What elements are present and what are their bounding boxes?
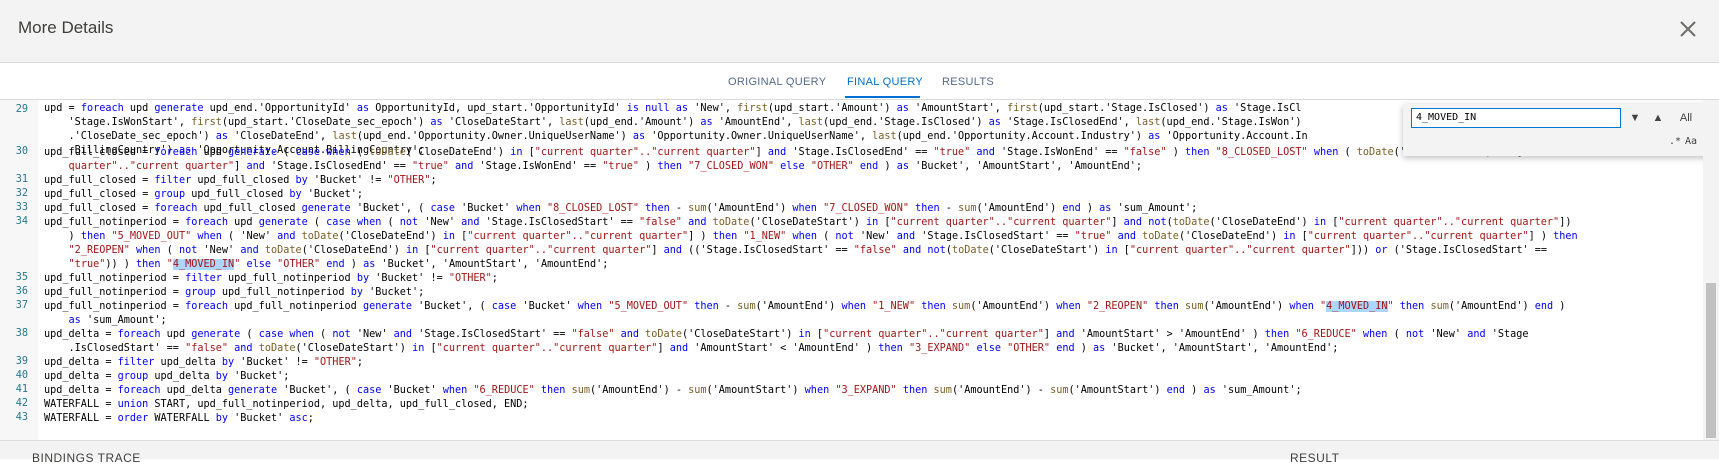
code-line: "true")) ) then "4_MOVED_IN" else "OTHER… (68, 259, 609, 270)
code-line: upd_full_closed = group upd_full_closed … (44, 189, 363, 200)
line-number: 37 (15, 300, 28, 311)
line-number: 43 (15, 412, 28, 423)
code-line: upd_full_closed = filter upd_full_closed… (44, 175, 437, 186)
find-previous-button[interactable]: ▲ (1652, 112, 1664, 124)
code-line: upd = foreach upd generate upd_end.'Oppo… (44, 103, 1302, 114)
code-line: upd_delta = foreach upd generate ( case … (44, 329, 1529, 340)
code-line: upd_delta = foreach upd_delta generate '… (44, 385, 1302, 396)
code-line: .IsClosedStart' == "false" and toDate('C… (44, 343, 1339, 354)
code-line: upd_full_notinperiod = group upd_full_no… (44, 287, 425, 298)
line-number: 42 (15, 398, 28, 409)
line-number: 38 (15, 328, 28, 339)
code-line: upd_full_closed = foreach upd_full_close… (44, 203, 1198, 214)
find-input[interactable]: 4_MOVED_IN (1411, 108, 1621, 128)
modal-header: More Details (0, 0, 1719, 63)
tab-original-query[interactable]: ORIGINAL QUERY (728, 76, 827, 88)
line-number: 30 (15, 146, 28, 157)
code-line: .'CloseDate_sec_epoch') as 'CloseDateEnd… (44, 131, 1308, 142)
code-line: as 'sum_Amount'; (68, 315, 167, 326)
regex-toggle[interactable]: .* (1669, 136, 1682, 147)
line-number: 35 (15, 272, 28, 283)
code-line: upd_full_notinperiod = foreach upd_full_… (44, 301, 1566, 312)
code-line: quarter".."current quarter"] and 'Stage.… (68, 161, 1143, 172)
result-title: RESULT (1290, 451, 1340, 465)
code-line: 'Stage.IsWonStart', first(upd_start.'Clo… (44, 117, 1302, 128)
code-line: upd_delta = group upd_delta by 'Bucket'; (44, 371, 290, 382)
match-case-toggle[interactable]: Aa (1685, 136, 1698, 147)
code-line: ) then "5_MOVED_OUT" when ( 'New' and to… (44, 231, 1578, 242)
code-editor[interactable]: 29 30 31 32 33 34 35 36 37 38 39 40 41 4… (0, 100, 1719, 440)
code-line: WATERFALL = union START, upd_full_notinp… (44, 399, 529, 410)
find-all-button[interactable]: All (1679, 112, 1693, 124)
code-line: WATERFALL = order WATERFALL by 'Bucket' … (44, 413, 314, 424)
find-next-button[interactable]: ▼ (1629, 112, 1641, 124)
bindings-trace-title: BINDINGS TRACE (32, 451, 141, 465)
bottom-panel: BINDINGS TRACE RESULT (0, 440, 1719, 465)
modal-title: More Details (18, 18, 114, 37)
line-number: 29 (15, 104, 28, 115)
code-line: upd_full_closed = foreach upd generate (… (44, 147, 1572, 158)
line-number: 40 (15, 370, 28, 381)
line-number: 34 (15, 216, 28, 227)
tab-results[interactable]: RESULTS (942, 76, 995, 88)
editor-scrollbar-thumb[interactable] (1706, 283, 1716, 438)
code-line: upd_full_notinperiod = filter upd_full_n… (44, 273, 498, 284)
code-line: upd_full_notinperiod = foreach upd gener… (44, 217, 1572, 228)
find-widget: 4_MOVED_IN ▼ ▲ All × .* Aa \b (1403, 104, 1719, 156)
close-icon[interactable] (1675, 16, 1701, 42)
line-number: 36 (15, 286, 28, 297)
tab-final-query[interactable]: FINAL QUERY (847, 76, 924, 88)
code-line: upd_delta = filter upd_delta by 'Bucket'… (44, 357, 363, 368)
line-number-gutter: 29 30 31 32 33 34 35 36 37 38 39 40 41 4… (0, 100, 38, 440)
line-number: 33 (15, 202, 28, 213)
tab-bar: ORIGINAL QUERY FINAL QUERY RESULTS (0, 63, 1719, 100)
line-number: 31 (15, 174, 28, 185)
line-number: 39 (15, 356, 28, 367)
line-number: 32 (15, 188, 28, 199)
code-line: .BillingCountry') as 'Opportunity.Accoun… (44, 145, 425, 156)
code-line: "2_REOPEN" when ( not 'New' and toDate('… (68, 245, 1547, 256)
active-tab-indicator (845, 96, 920, 98)
line-number: 41 (15, 384, 28, 395)
